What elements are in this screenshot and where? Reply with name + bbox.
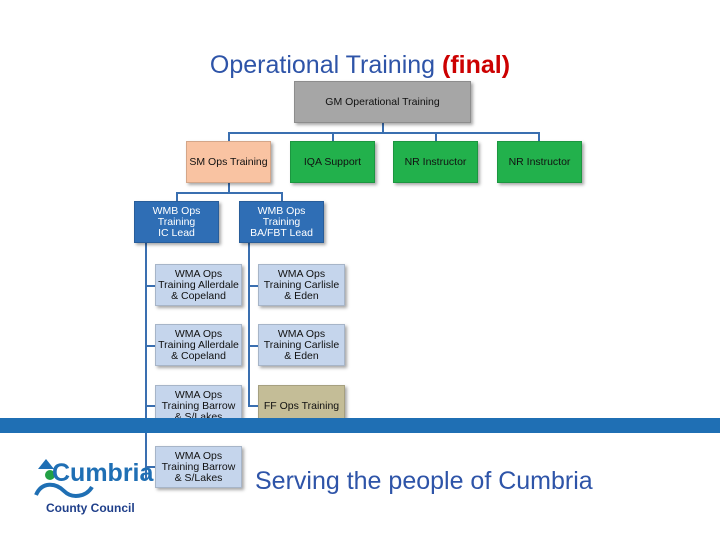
logo-wordmark: Cumbria (52, 459, 155, 487)
wma-allerdale-copeland-box: WMA Ops Training Allerdale & Copeland (155, 264, 242, 306)
box-label-line: IC Lead (158, 226, 195, 239)
wma-barrow-slakes-box: WMA Ops Training Barrow & S/Lakes (155, 446, 242, 488)
logo-green-mark (45, 470, 55, 480)
connector-line (228, 183, 230, 193)
box-label: NR Instructor (404, 155, 467, 168)
connector-line (176, 192, 282, 194)
sm-ops-training-box: SM Ops Training (186, 141, 271, 183)
box-label-line: WMA Ops (174, 449, 223, 462)
wma-carlisle-eden-box: WMA Ops Training Carlisle & Eden (258, 324, 345, 366)
footer-band (0, 418, 720, 433)
wma-allerdale-copeland-box: WMA Ops Training Allerdale & Copeland (155, 324, 242, 366)
wma-carlisle-eden-box: WMA Ops Training Carlisle & Eden (258, 264, 345, 306)
connector-line (145, 243, 147, 478)
logo-peak-mark (38, 459, 54, 469)
gm-operational-training-box: GM Operational Training (294, 81, 471, 123)
slide-title: Operational Training (final) (0, 51, 720, 80)
connector-line (382, 123, 384, 133)
box-label-line: WMA Ops (174, 267, 223, 280)
box-label-line: Training Carlisle (263, 278, 340, 291)
cumbria-county-council-logo: Cumbria County Council (34, 459, 155, 515)
connector-line (538, 132, 540, 142)
box-label-line: & Eden (284, 289, 319, 302)
box-label-line: BA/FBT Lead (250, 226, 313, 239)
nr-instructor-box: NR Instructor (497, 141, 582, 183)
connector-line (145, 466, 155, 468)
connector-line (332, 132, 334, 142)
box-label-line: Training Allerdale (158, 338, 239, 351)
connector-line (435, 132, 437, 142)
box-label-line: WMB Ops (152, 204, 201, 217)
box-label-line: & Eden (284, 349, 319, 362)
connector-line (228, 132, 230, 142)
box-label-line: WMA Ops (277, 327, 326, 340)
title-main: Operational Training (209, 51, 436, 79)
connector-line (228, 132, 540, 134)
connector-line (248, 285, 258, 287)
box-label-line: Training Carlisle (263, 338, 340, 351)
logo-subtitle: County Council (46, 501, 135, 515)
box-label-line: Training Barrow (161, 460, 236, 473)
box-label: FF Ops Training (263, 399, 340, 412)
footer-area (0, 433, 720, 540)
connector-line (145, 405, 155, 407)
footer-slogan: Serving the people of Cumbria (255, 467, 593, 495)
connector-line (248, 345, 258, 347)
nr-instructor-box: NR Instructor (393, 141, 478, 183)
wmb-ba-fbt-lead-box: WMB Ops Training BA/FBT Lead (239, 201, 324, 243)
box-label-line: & S/Lakes (174, 471, 223, 484)
box-label-line: & S/Lakes (174, 410, 223, 423)
connector-line (145, 433, 147, 479)
box-label-line: Training (157, 215, 196, 228)
iqa-support-box: IQA Support (290, 141, 375, 183)
box-label-line: & Copeland (171, 349, 226, 362)
box-label-line: WMB Ops (257, 204, 306, 217)
box-label-line: Training Allerdale (158, 278, 239, 291)
box-label-line: WMA Ops (174, 388, 223, 401)
box-label-line: WMA Ops (277, 267, 326, 280)
connector-line (176, 192, 178, 201)
connector-line (248, 405, 258, 407)
box-label: NR Instructor (508, 155, 571, 168)
connector-line (248, 243, 250, 406)
box-label-line: Training Barrow (161, 399, 236, 412)
box-label: GM Operational Training (325, 95, 440, 108)
box-label-line: Training (262, 215, 301, 228)
connector-line (281, 192, 283, 201)
wmb-ic-lead-box: WMB Ops Training IC Lead (134, 201, 219, 243)
box-label-line: & Copeland (171, 289, 226, 302)
box-label: IQA Support (303, 155, 362, 168)
box-label-line: WMA Ops (174, 327, 223, 340)
title-final: (final) (442, 51, 511, 79)
logo-wave-mark (34, 482, 94, 498)
connector-line (145, 285, 155, 287)
connector-line (145, 345, 155, 347)
box-label: SM Ops Training (189, 155, 268, 168)
